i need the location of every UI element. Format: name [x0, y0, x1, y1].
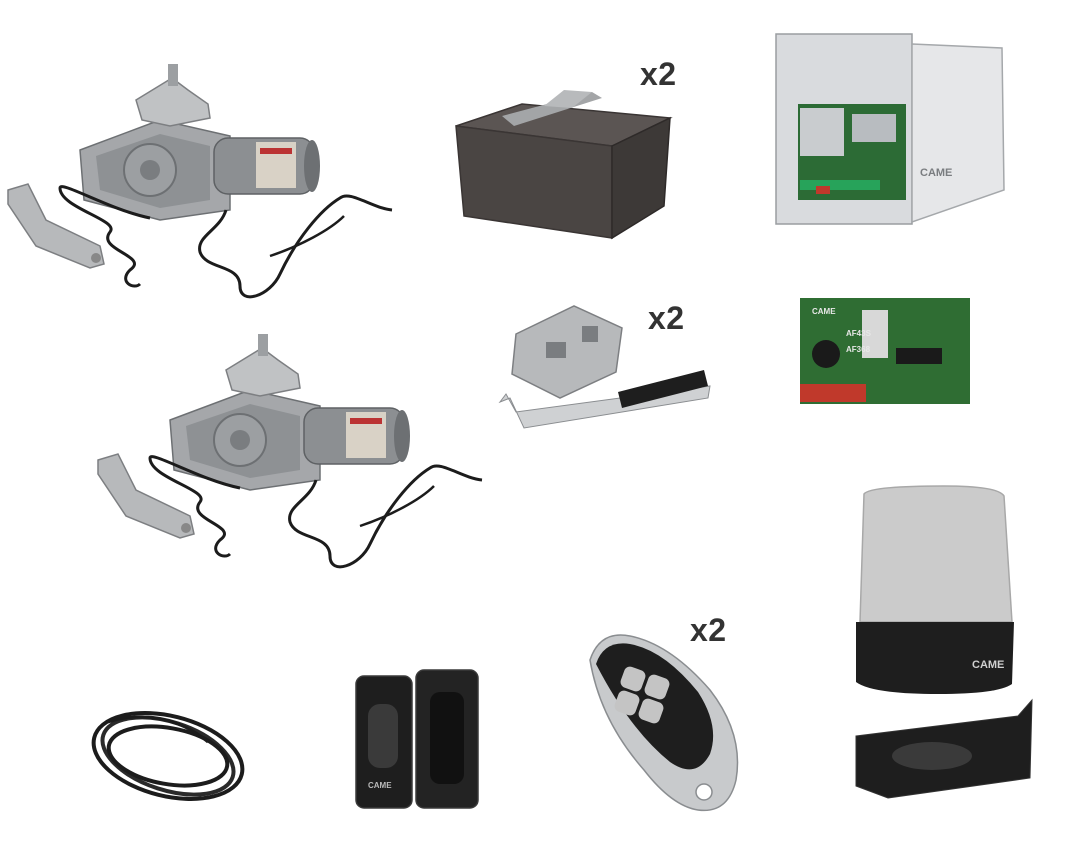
control-panel-image: CAME: [775, 33, 1005, 225]
remote-control: [580, 630, 752, 816]
remote-control-image: [589, 634, 739, 812]
control-panel-brand: CAME: [920, 167, 952, 179]
photocell-pair: CAME: [354, 668, 480, 812]
radio-receiver: CAME AF43S AF368: [796, 296, 972, 408]
release-key-image: [498, 305, 711, 429]
motor-kit-2: [90, 330, 490, 590]
photocell-brand: CAME: [368, 781, 392, 790]
motor-1-image: [7, 64, 393, 299]
foundation-box: [452, 86, 674, 242]
receiver-model-a: AF43S: [846, 329, 872, 338]
foundation-box-image: [455, 90, 673, 240]
cable-bundle: [88, 702, 248, 810]
flashing-lamp: CAME: [848, 485, 1038, 802]
cable-bundle-image: [91, 711, 245, 801]
motor-2-image: [97, 334, 483, 569]
motor-kit-1: [0, 60, 400, 320]
receiver-brand: CAME: [812, 307, 836, 316]
remote-control-quantity: x2: [690, 612, 727, 648]
foundation-box-quantity: x2: [640, 56, 677, 92]
photocell-pair-image: CAME: [355, 669, 479, 809]
lamp-brand: CAME: [972, 659, 1004, 671]
radio-receiver-image: CAME AF43S AF368: [800, 298, 970, 404]
release-key: [494, 305, 712, 436]
control-panel: CAME: [772, 30, 1012, 228]
receiver-model-b: AF368: [846, 345, 871, 354]
release-key-quantity: x2: [648, 300, 685, 336]
flashing-lamp-image: CAME: [855, 485, 1033, 799]
